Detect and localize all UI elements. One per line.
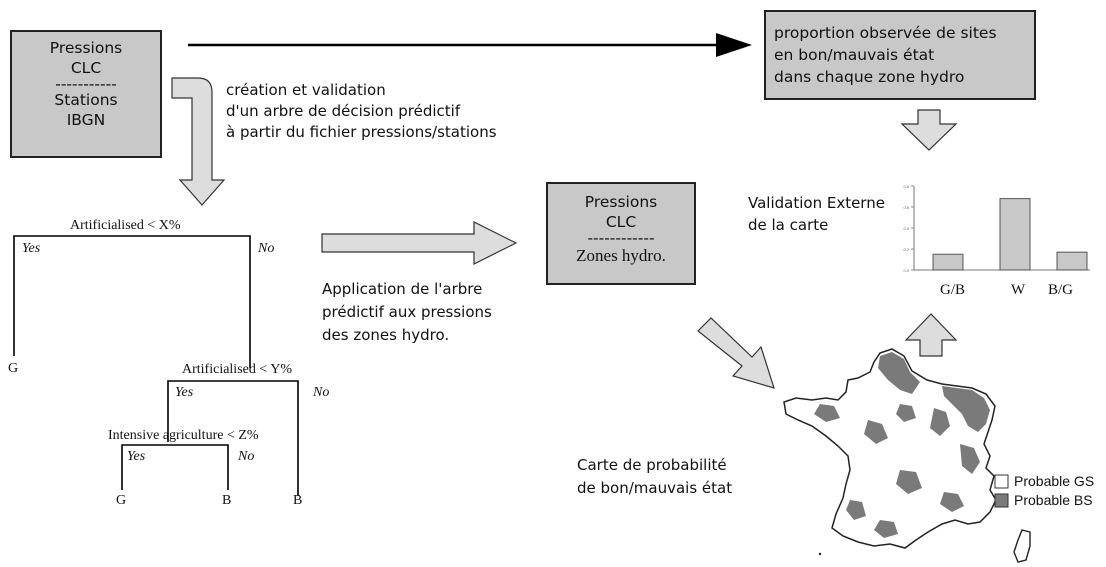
map-bad-region <box>846 500 866 520</box>
map-bad-region <box>878 352 920 394</box>
legend-swatch-bad <box>994 493 1009 508</box>
tree-no-label: No <box>313 385 330 400</box>
box-line: proportion observée de sites <box>774 24 997 42</box>
tree-leaf-b: B <box>222 493 232 508</box>
legend-label-good: Probable GS <box>1014 473 1095 489</box>
box-line: Pressions <box>49 39 123 57</box>
text-line: de la carte <box>748 216 829 234</box>
box-line: en bon/mauvais état <box>774 46 935 64</box>
chart-bar <box>932 253 964 271</box>
map-bad-region <box>896 470 922 494</box>
tree-yes-label: Yes <box>127 449 146 464</box>
text-line: Carte de probabilité <box>577 456 727 474</box>
arrow-up-chart <box>904 313 958 357</box>
arrow-down-chart <box>900 109 958 151</box>
text-line: à partir du fichier pressions/stations <box>226 123 497 141</box>
chart-y-tick-label: 0.4 <box>903 226 909 231</box>
arrow-top-long <box>188 33 752 57</box>
chart-bar <box>1056 251 1088 271</box>
carte-text: Carte de probabilité de bon/mauvais état <box>577 454 732 500</box>
box-divider: ----------- <box>55 75 117 93</box>
box-line: dans chaque zone hydro <box>774 68 965 86</box>
map-bad-region <box>930 408 950 436</box>
decision-tree-lines <box>13 235 299 496</box>
tree-leaf-g: G <box>8 361 19 376</box>
tree-node-intensive-agriculture: Intensive agriculture < Z% <box>108 428 259 443</box>
map-dot <box>818 552 822 556</box>
chart-bar <box>999 198 1031 271</box>
map-bad-region <box>940 492 964 512</box>
chart-y-tick-label: 0.6 <box>903 205 909 210</box>
map-bad-region <box>874 520 898 538</box>
arrow-diagonal-map <box>697 317 775 389</box>
box-line: Pressions <box>584 193 658 211</box>
tree-node-artificialised-x: Artificialised < X% <box>70 218 181 233</box>
map-bad-region <box>814 404 840 422</box>
france-map <box>783 348 1031 563</box>
box-line: IBGN <box>66 111 106 129</box>
map-bad-region <box>864 420 888 444</box>
text-line: d'un arbre de décision prédictif <box>226 102 461 120</box>
chart-y-tick-label: 0.0 <box>903 268 909 273</box>
legend-swatch-good <box>994 474 1009 489</box>
map-corsica <box>1013 529 1031 563</box>
text-line: Application de l'arbre <box>322 280 483 298</box>
creation-text: création et validation d'un arbre de déc… <box>226 80 497 143</box>
box-line: Zones hydro. <box>576 246 666 265</box>
tree-no-label: No <box>238 449 255 464</box>
text-line: de bon/mauvais état <box>577 479 733 497</box>
chart-category-label: W <box>1011 282 1026 298</box>
map-bad-region <box>896 404 916 422</box>
box-line: CLC <box>605 213 637 231</box>
box-divider: ------------ <box>587 229 655 247</box>
map-bad-region <box>942 386 990 432</box>
tree-node-artificialised-y: Artificialised < Y% <box>182 362 293 377</box>
text-line: Validation Externe <box>748 194 885 212</box>
arrow-right-middle <box>321 221 518 265</box>
box-proportion-observee: proportion observée de sites en bon/mauv… <box>764 10 1036 100</box>
text-line: prédictif aux pressions <box>322 303 492 321</box>
text-line: des zones hydro. <box>322 326 450 344</box>
box-pressions-stations: Pressions CLC ----------- Stations IBGN <box>10 30 162 158</box>
tree-yes-label: Yes <box>175 385 194 400</box>
bar-chart: 0.0 0.2 0.4 0.6 0.8 <box>903 184 1090 273</box>
chart-y-tick-label: 0.2 <box>903 247 909 252</box>
application-text: Application de l'arbre prédictif aux pre… <box>322 278 492 347</box>
chart-y-tick-label: 0.8 <box>903 184 909 189</box>
tree-leaf-b: B <box>293 493 303 508</box>
tree-no-label: No <box>258 241 275 256</box>
arrow-bent <box>171 77 226 206</box>
tree-leaf-g: G <box>116 493 127 508</box>
box-line: Stations <box>54 91 118 109</box>
box-pressions-zones: Pressions CLC ------------ Zones hydro. <box>546 182 696 285</box>
legend-label-bad: Probable BS <box>1014 492 1093 508</box>
text-line: création et validation <box>226 81 386 99</box>
tree-yes-label: Yes <box>22 241 41 256</box>
chart-category-label: B/G <box>1048 282 1074 298</box>
map-bad-region <box>960 444 980 474</box>
chart-category-label: G/B <box>940 282 966 298</box>
validation-text: Validation Externe de la carte <box>748 192 885 236</box>
box-line: CLC <box>70 59 102 77</box>
